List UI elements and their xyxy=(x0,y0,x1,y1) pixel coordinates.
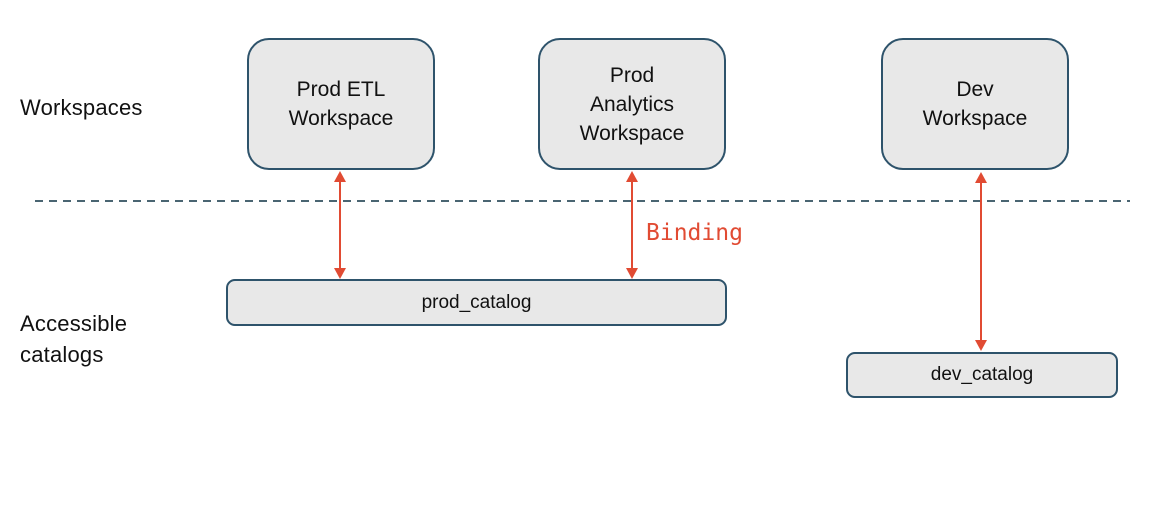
catalog-box-prod: prod_catalog xyxy=(226,279,727,326)
workspace-box-dev: Dev Workspace xyxy=(881,38,1069,170)
workspace-box-prod-etl: Prod ETL Workspace xyxy=(247,38,435,170)
dev-binding-arrow xyxy=(975,172,987,351)
catalog-box-prod-label: prod_catalog xyxy=(421,291,532,313)
workspace-box-prod-etl-label: Prod ETL Workspace xyxy=(288,78,394,130)
workspace-box-prod-analytics-label: Prod Analytics Workspace xyxy=(579,63,685,145)
catalog-box-dev-label: dev_catalog xyxy=(930,364,1034,385)
workspace-box-dev-label: Dev Workspace xyxy=(922,78,1028,130)
accessible-catalogs-row-label: Accessible catalogs xyxy=(20,311,128,367)
binding-annotation: Binding xyxy=(646,220,743,246)
prod-etl-binding-arrow xyxy=(334,171,346,279)
prod-analytics-binding-arrow xyxy=(626,171,638,279)
workspace-box-prod-analytics: Prod Analytics Workspace xyxy=(538,38,726,170)
catalog-box-dev: dev_catalog xyxy=(846,352,1118,398)
workspaces-row-label: Workspaces xyxy=(20,95,143,120)
workspace-catalog-divider-dashed-line xyxy=(35,200,1130,202)
